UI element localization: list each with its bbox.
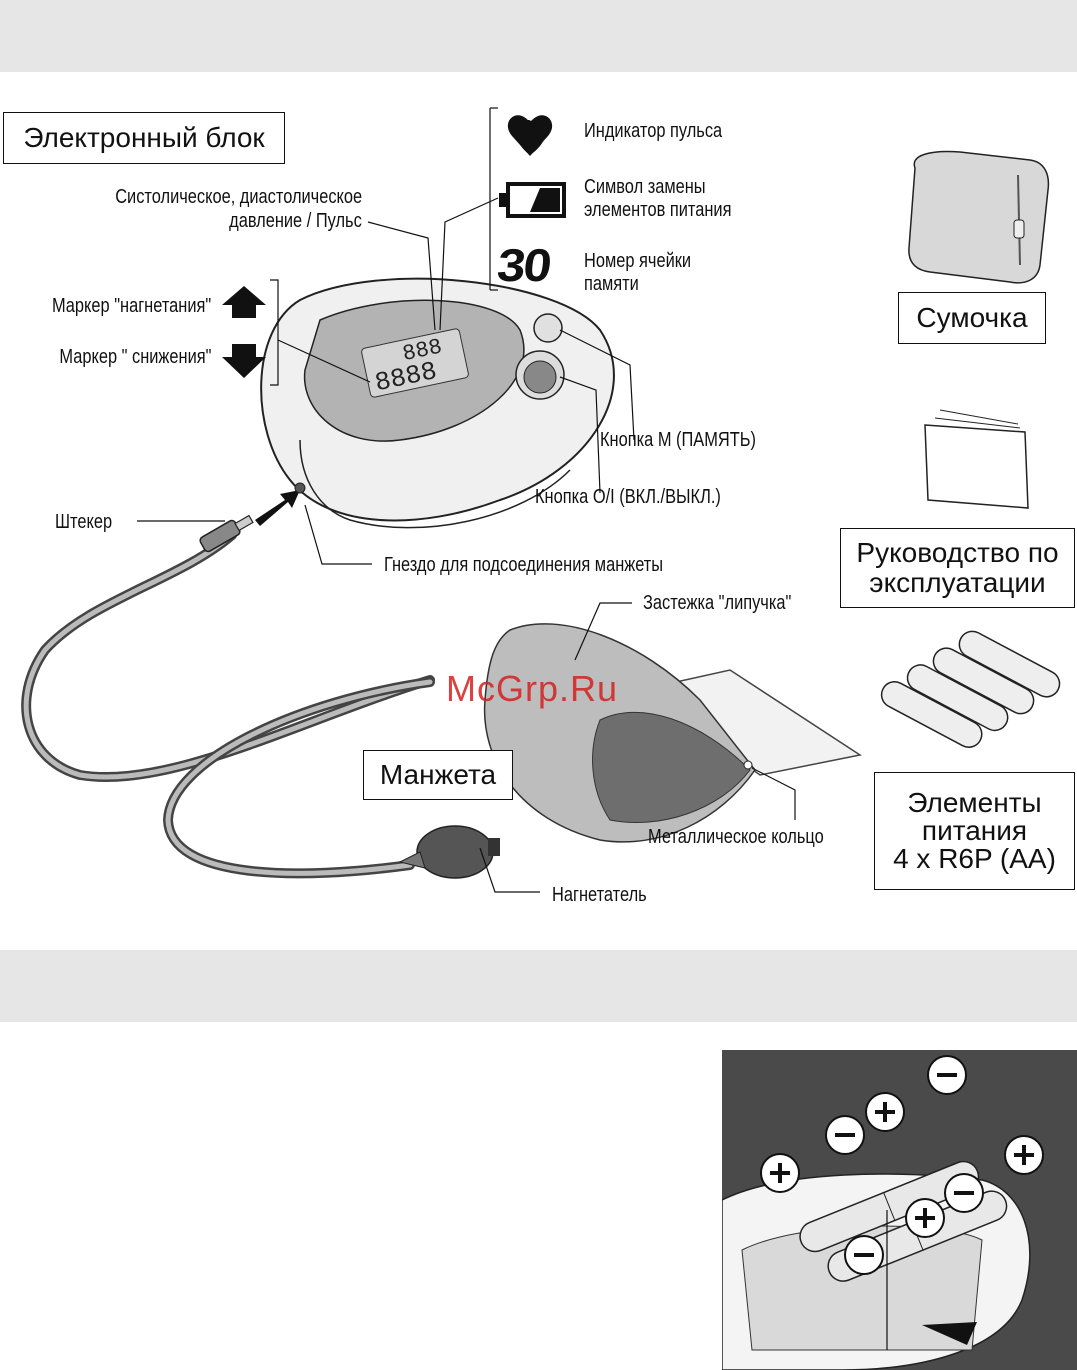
manual-illustration: [924, 409, 1029, 509]
button-power-label: Кнопка О/I (ВКЛ./ВЫКЛ.): [535, 486, 721, 508]
sys-dia-label-2: давление / Пульс: [229, 210, 362, 232]
battery-symbol-label-1: Символ замены: [584, 176, 706, 198]
batteries-illustration: [880, 630, 1061, 748]
minus-icon: [825, 1115, 865, 1155]
plug-illustration: [199, 514, 254, 553]
pump-label: Нагнетатель: [552, 884, 647, 906]
cuff-socket-label: Гнездо для подсоединения манжеты: [384, 554, 664, 576]
plus-icon: [760, 1153, 800, 1193]
plug-label: Штекер: [55, 511, 113, 533]
battery-icon: [499, 182, 566, 218]
manual-title: Руководство по эксплуатации: [840, 528, 1075, 608]
velcro-label: Застежка "липучка": [643, 592, 792, 614]
plus-icon: [1004, 1135, 1044, 1175]
plus-icon: [865, 1092, 905, 1132]
section-band: [0, 950, 1077, 1022]
deflate-marker-label: Маркер " снижения": [58, 346, 211, 368]
cuff-title: Манжета: [363, 750, 513, 800]
memory-cell-label-1: Номер ячейки: [584, 250, 692, 272]
batteries-title: Элементы питания 4 x R6P (AA): [874, 772, 1075, 890]
button-m-label: Кнопка М (ПАМЯТЬ): [600, 429, 756, 451]
memory-cell-digits: 30: [494, 239, 553, 291]
inflate-marker-label: Маркер "нагнетания": [51, 295, 211, 317]
bag-title: Сумочка: [898, 292, 1046, 344]
pump-illustration: [398, 825, 500, 879]
sys-dia-label-1: Систолическое, диастолическое: [115, 186, 362, 208]
minus-icon: [927, 1055, 967, 1095]
insert-arrow: [255, 490, 300, 526]
minus-icon: [844, 1235, 884, 1275]
arrow-down-icon: [222, 344, 266, 378]
plus-icon: [905, 1198, 945, 1238]
header-band: [0, 0, 1077, 72]
battery-insertion-illustration: [722, 1050, 1077, 1370]
metal-ring-label: Металлическое кольцо: [648, 826, 824, 848]
memory-cell-label-2: памяти: [584, 273, 639, 295]
pulse-indicator-label: Индикатор пульса: [584, 120, 723, 142]
electronic-unit-illustration: 8888 888: [260, 277, 615, 529]
electronic-unit-title: Электронный блок: [3, 112, 285, 164]
cuff-illustration: [483, 623, 862, 843]
bag-illustration: [908, 150, 1050, 284]
watermark: McGrp.Ru: [446, 668, 619, 709]
device-illustration: 8888 888: [21, 107, 1061, 893]
arrow-up-icon: [222, 286, 266, 318]
minus-icon: [944, 1173, 984, 1213]
battery-symbol-label-2: элементов питания: [584, 199, 732, 221]
